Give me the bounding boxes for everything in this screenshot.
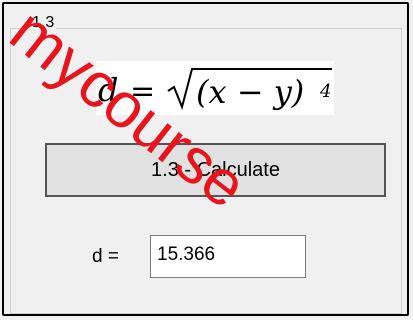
result-field[interactable]: 15.366 xyxy=(150,235,306,278)
group-box xyxy=(10,28,402,314)
formula-inner: (x − y) xyxy=(196,73,304,111)
formula-lhs: d xyxy=(98,71,118,109)
result-label: d = xyxy=(92,246,119,267)
formula-exponent: 4 xyxy=(319,81,331,102)
calculate-button[interactable]: 1.3 - Calculate xyxy=(45,143,386,197)
group-title: 1.3 xyxy=(30,14,57,32)
formula-svg: d = (x − y) 4 xyxy=(98,68,332,111)
formula-equals: = xyxy=(130,74,155,109)
sqrt-sign-icon xyxy=(167,68,332,111)
formula-image: d = (x − y) 4 xyxy=(96,61,334,115)
